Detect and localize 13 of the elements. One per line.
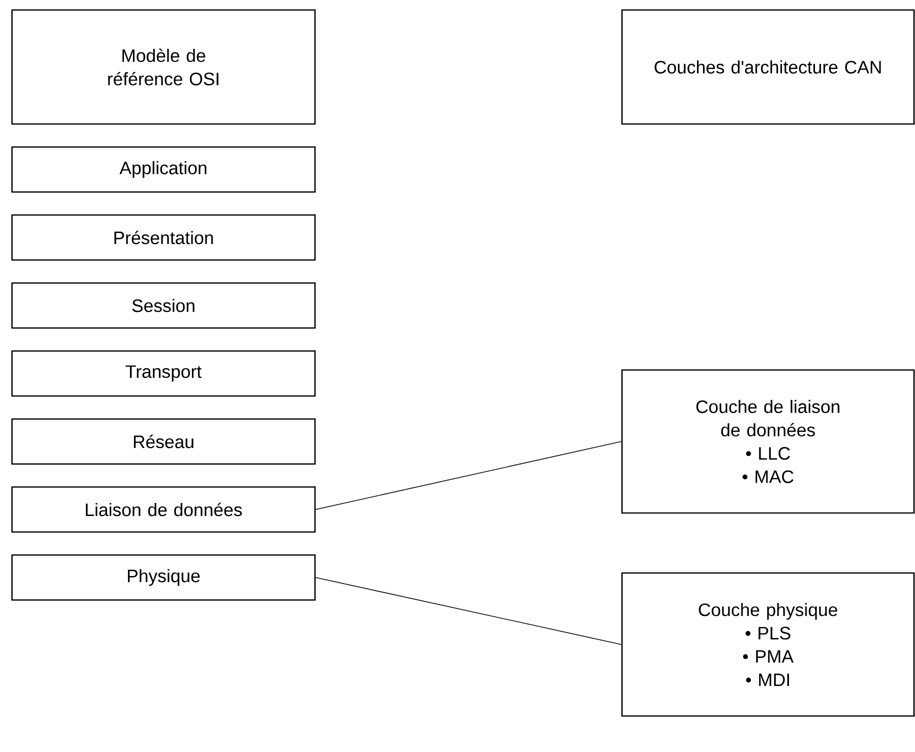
layer-box: Transport [11,350,316,397]
layer-box: Couche physique • PLS • PMA • MDI [621,572,915,717]
connector-line [315,441,622,510]
connector-line [315,577,622,645]
layer-box: Réseau [11,418,316,465]
heading-box: Modèle de référence OSI [11,9,316,125]
layer-box: Couche de liaison de données • LLC • MAC [621,369,915,514]
layer-box: Session [11,282,316,329]
layer-box: Physique [11,554,316,601]
heading-box: Couches d'architecture CAN [621,9,915,125]
layer-box: Application [11,146,316,193]
layer-box: Liaison de données [11,486,316,533]
layer-box: Présentation [11,214,316,261]
